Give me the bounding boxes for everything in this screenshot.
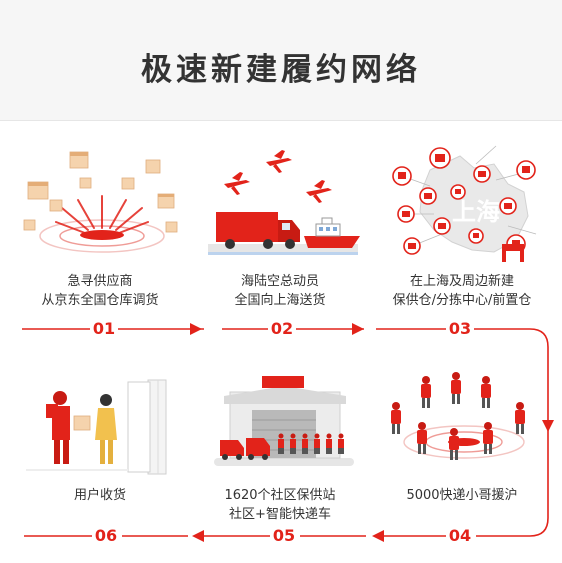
shanghai-map-icon: 上海 — [392, 145, 537, 262]
step-4-number: 04 — [448, 526, 472, 545]
couriers-icon — [391, 372, 525, 460]
step-4-illustration — [376, 346, 556, 486]
step-5-line1: 1620个社区保供站 — [224, 488, 336, 503]
step-2-line1: 海陆空总动员 — [240, 274, 319, 289]
step-1-caption: 急寻供应商 从京东全国仓库调货 — [7, 272, 193, 310]
step-1-line1: 急寻供应商 — [67, 274, 133, 289]
page-title: 极速新建履约网络 — [141, 52, 421, 88]
step-2-line2: 全国向上海送货 — [234, 293, 326, 308]
step-2-number: 02 — [270, 319, 294, 338]
step-3-caption: 在上海及周边新建 保供仓/分拣中心/前置仓 — [369, 272, 555, 310]
step-3-number: 03 — [448, 319, 472, 338]
step-5-number: 05 — [272, 526, 296, 545]
header-band: 极速新建履约网络 — [0, 0, 562, 121]
step-4-caption: 5000快递小哥援沪 — [369, 486, 555, 505]
delivery-handoff-icon — [26, 379, 167, 475]
step-1-illustration — [10, 134, 190, 274]
step-2-caption: 海陆空总动员 全国向上海送货 — [187, 272, 373, 310]
community-station-icon — [214, 376, 354, 466]
step-4-line1: 5000快递小哥援沪 — [406, 488, 518, 503]
step-6-number: 06 — [94, 526, 118, 545]
air-land-sea-icon — [208, 150, 360, 255]
step-1-number: 01 — [92, 319, 116, 338]
step-3-line1: 在上海及周边新建 — [409, 274, 514, 289]
step-5-illustration — [194, 346, 374, 486]
step-6-illustration — [10, 346, 190, 486]
step-3-illustration: 上海 — [376, 134, 556, 274]
step-6-line1: 用户收货 — [73, 488, 126, 503]
step-5-caption: 1620个社区保供站 社区+智能快递车 — [187, 486, 373, 524]
step-1-line2: 从京东全国仓库调货 — [41, 293, 159, 308]
step-5-line2: 社区+智能快递车 — [229, 507, 331, 522]
step-6-caption: 用户收货 — [7, 486, 193, 505]
step-2-illustration — [194, 134, 374, 274]
step-3-line2: 保供仓/分拣中心/前置仓 — [392, 293, 532, 308]
map-label: 上海 — [452, 198, 500, 226]
supplier-search-icon — [23, 151, 178, 253]
